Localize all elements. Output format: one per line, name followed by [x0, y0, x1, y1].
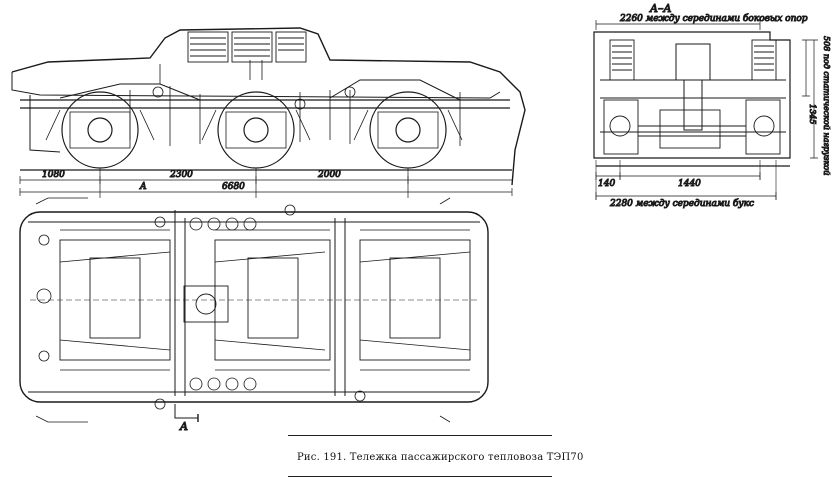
- caption-rule-top: [288, 435, 552, 436]
- dim-1080: 1080: [42, 170, 65, 180]
- side-view: [11, 27, 526, 198]
- section-cut-label: A: [179, 420, 188, 433]
- caption-rule-bottom: [288, 476, 552, 477]
- section-title: A–A: [649, 2, 671, 15]
- section-vert-dim-1345: 1345: [808, 104, 817, 124]
- section-view: [593, 20, 818, 200]
- section-dim-140: 140: [598, 179, 615, 189]
- dim-6680: 6680: [222, 182, 245, 192]
- dim-label-a: A: [139, 182, 147, 192]
- section-dim-1440: 1440: [678, 179, 701, 189]
- plan-view: [19, 197, 489, 423]
- section-top-dim: 2260 между серединами боковых опор: [619, 13, 808, 24]
- dim-2300: 2300: [169, 170, 193, 180]
- section-dim-2280: 2280 между серединами букс: [609, 198, 754, 209]
- section-vert-dim-508: 508 под статической нагрузкой: [822, 36, 831, 175]
- figure-caption: Рис. 191. Тележка пассажирского тепловоз…: [297, 452, 584, 463]
- dim-2000: 2000: [317, 170, 341, 180]
